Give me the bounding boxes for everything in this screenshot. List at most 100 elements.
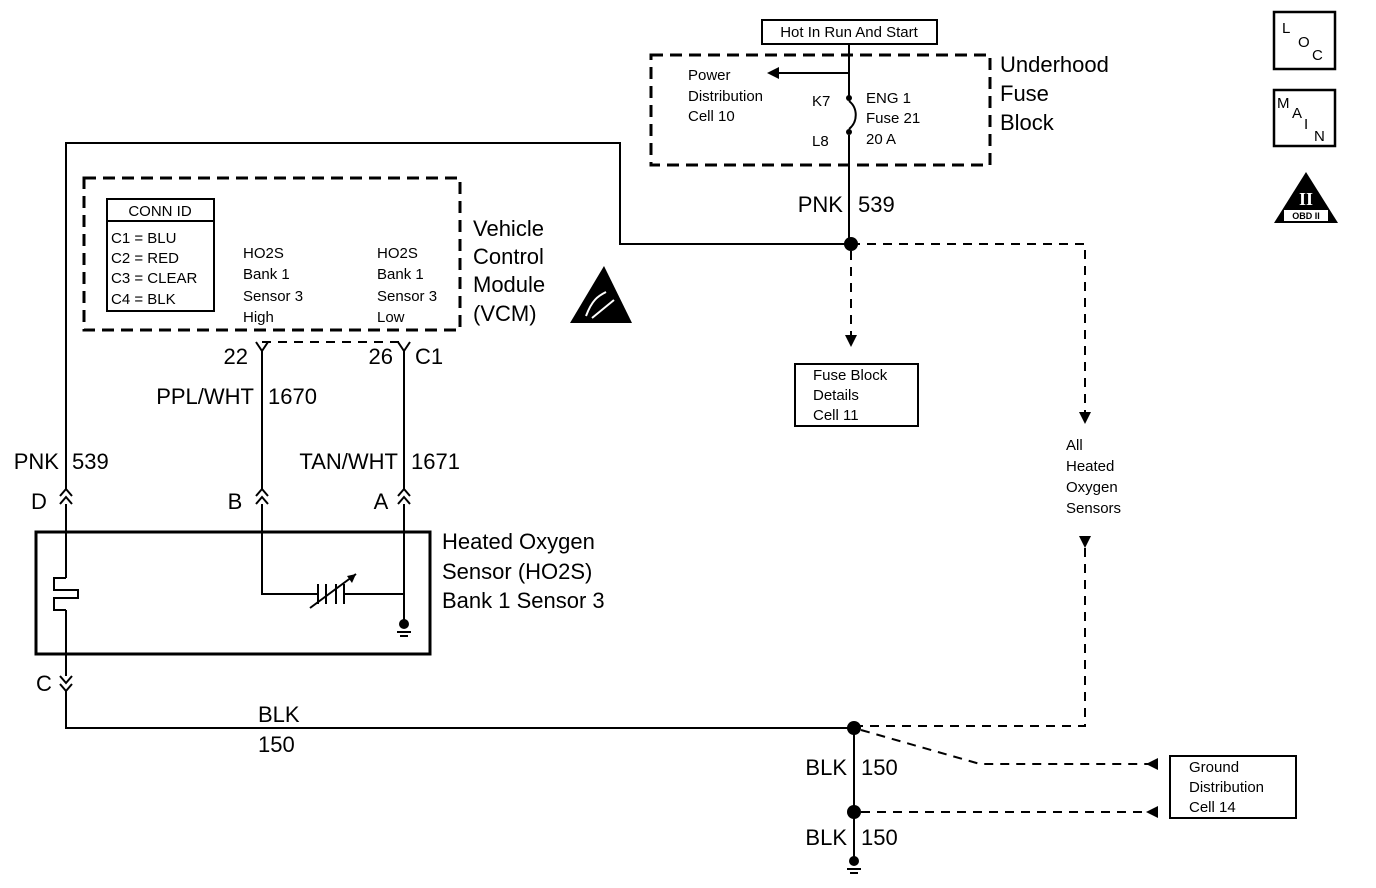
pnk-wire (65, 142, 851, 490)
fuse-info-line-3: 20 A (866, 131, 896, 148)
conn-id-line-3: C3 = CLEAR (111, 270, 197, 287)
pin-b-label: B (228, 489, 243, 514)
tan-wht-circuit: 1671 (411, 449, 460, 474)
sensor-name-3: Bank 1 Sensor 3 (442, 588, 605, 613)
pnk-wire-circuit-top: 539 (858, 192, 895, 217)
main-icon[interactable]: M A I N (1272, 88, 1337, 148)
power-dist-line-3: Cell 10 (688, 108, 735, 125)
connector-c1-label: C1 (415, 344, 443, 369)
all-sensors-line-2: Heated (1066, 458, 1114, 475)
ground-icon (399, 619, 409, 629)
conn-id-box (106, 198, 215, 312)
underhood-fuse-block-outline (649, 53, 992, 167)
svg-text:A: A (1292, 105, 1302, 122)
vcm-name-2: Control (473, 244, 544, 269)
fuse-symbol (848, 100, 857, 130)
connector-pin-22 (255, 341, 269, 353)
ground-dist-line-3: Cell 14 (1189, 799, 1236, 816)
loc-icon[interactable]: L O C (1272, 10, 1337, 71)
hot-in-run-label: Hot In Run And Start (780, 24, 918, 41)
svg-text:L: L (1282, 20, 1290, 37)
svg-text:O: O (1298, 34, 1310, 51)
conn-id-line-1: C1 = BLU (111, 230, 176, 247)
pin-high-line-4: High (243, 309, 274, 326)
all-sensors-line-4: Sensors (1066, 500, 1121, 517)
heater-element-icon (53, 577, 79, 611)
connector-pin-26 (397, 341, 411, 353)
connector-pin-c (59, 675, 73, 693)
pin-high-line-2: Bank 1 (243, 266, 290, 283)
connector-pin-b (255, 487, 269, 505)
obd-ii-icon[interactable]: II OBD II (1274, 172, 1338, 223)
pin-low-line-1: HO2S (377, 245, 418, 262)
connector-pin-a (397, 487, 411, 505)
blk-color-mid: BLK (805, 755, 847, 780)
tan-wht-color: TAN/WHT (299, 449, 398, 474)
terminal-l8: L8 (812, 133, 829, 150)
fuse-block-name-1: Underhood (1000, 52, 1109, 77)
arrow-left-icon (767, 67, 779, 79)
variable-resistor-icon (309, 573, 357, 609)
pin-22-label: 22 (224, 344, 248, 369)
power-dist-line-1: Power (688, 67, 731, 84)
arrow-down-icon (1079, 536, 1091, 548)
blk-wire-circuit: 150 (258, 732, 295, 757)
pin-d-label: D (31, 489, 47, 514)
conn-id-line-4: C4 = BLK (111, 291, 176, 308)
fuse-block-name-3: Block (1000, 110, 1055, 135)
sensor-name-2: Sensor (HO2S) (442, 559, 592, 584)
fuse-block-name-2: Fuse (1000, 81, 1049, 106)
pnk-wire-circuit: 539 (72, 449, 109, 474)
pin-high-line-3: Sensor 3 (243, 288, 303, 305)
pnk-wire-color: PNK (14, 449, 60, 474)
ppl-wht-circuit: 1670 (268, 384, 317, 409)
pin-c-label: C (36, 671, 52, 696)
pin-low-line-2: Bank 1 (377, 266, 424, 283)
all-sensors-line-3: Oxygen (1066, 479, 1118, 496)
blk-circuit-bottom: 150 (861, 825, 898, 850)
pin-low-line-3: Sensor 3 (377, 288, 437, 305)
svg-text:N: N (1314, 128, 1325, 145)
sensor-name-1: Heated Oxygen (442, 529, 595, 554)
power-dist-line-2: Distribution (688, 88, 763, 105)
fuse-info-line-2: Fuse 21 (866, 110, 920, 127)
blk-splice-2 (847, 805, 861, 819)
ground-distribution-box (1169, 755, 1297, 819)
svg-text:OBD II: OBD II (1292, 211, 1320, 221)
ground-dist-line-2: Distribution (1189, 779, 1264, 796)
ho2s-sensor-box (34, 530, 432, 656)
arrow-left-icon (1146, 758, 1158, 770)
ground-icon (849, 856, 859, 866)
esd-warning-icon (570, 266, 632, 323)
terminal-k7: K7 (812, 93, 830, 110)
svg-text:I: I (1304, 116, 1308, 133)
blk-circuit-mid: 150 (861, 755, 898, 780)
blk-wire (65, 691, 854, 729)
fuse-details-line-2: Details (813, 387, 859, 404)
arrow-down-icon (1079, 412, 1091, 424)
vcm-name-3: Module (473, 272, 545, 297)
vcm-name-1: Vehicle (473, 216, 544, 241)
blk-color-bottom: BLK (805, 825, 847, 850)
conn-id-line-2: C2 = RED (111, 250, 179, 267)
pin-high-line-1: HO2S (243, 245, 284, 262)
pin-26-label: 26 (369, 344, 393, 369)
fuse-info-line-1: ENG 1 (866, 90, 911, 107)
vcm-outline (82, 176, 462, 332)
pin-low-line-4: Low (377, 309, 405, 326)
all-sensors-line-1: All (1066, 437, 1083, 454)
pin-a-label: A (374, 489, 389, 514)
arrow-down-icon (845, 335, 857, 347)
ppl-wht-color: PPL/WHT (156, 384, 254, 409)
svg-text:II: II (1299, 189, 1313, 209)
fuse-details-line-3: Cell 11 (813, 407, 859, 424)
blk-wire-color: BLK (258, 702, 300, 727)
pnk-wire-color-top: PNK (798, 192, 844, 217)
fuse-details-line-1: Fuse Block (813, 367, 888, 384)
fuse-block-details-box (794, 363, 919, 427)
vcm-name-4: (VCM) (473, 301, 537, 326)
svg-text:M: M (1277, 95, 1290, 112)
connector-pin-d (59, 487, 73, 505)
arrow-left-icon (1146, 806, 1158, 818)
